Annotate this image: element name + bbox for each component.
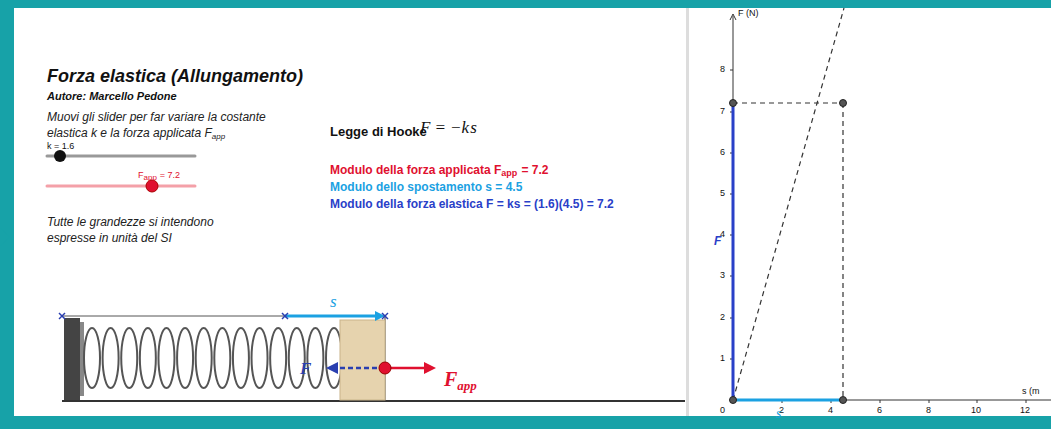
law-name: Legge di Hooke — [330, 124, 427, 139]
k-slider-knob — [54, 150, 66, 162]
markers — [59, 313, 388, 319]
s-head — [375, 311, 385, 321]
subscript: app — [457, 378, 477, 394]
s-segment — [733, 399, 843, 402]
axis-label: s (m — [1022, 386, 1040, 396]
f-segment — [732, 103, 735, 400]
subscript: app — [501, 168, 517, 178]
panel-divider — [686, 8, 689, 416]
s-vector — [285, 315, 378, 318]
elastic-force-vector — [334, 367, 385, 370]
k-slider — [47, 155, 195, 158]
vector-label: s — [776, 406, 781, 422]
tick-label: 3 — [720, 270, 725, 280]
elastic-force-text: Modulo della forza elastica F = ks = (1.… — [330, 197, 614, 211]
tick-label: 5 — [720, 188, 725, 198]
tick-label: 6 — [877, 405, 882, 415]
tick-label: 0 — [720, 405, 725, 415]
graph-panel — [689, 8, 1051, 416]
tick-label: 4 — [828, 405, 833, 415]
author-line: Autore: Marcello Pedone — [47, 90, 177, 102]
tick-label: 2 — [720, 312, 725, 322]
axis-label: F (N) — [738, 8, 759, 18]
block — [340, 320, 385, 400]
displacement-text: Modulo dello spostamento s = 4.5 — [330, 180, 522, 194]
y-axis-head — [730, 14, 736, 20]
instruction-text: elastica k e la forza applicata F — [47, 126, 212, 140]
spring-coils — [84, 328, 342, 388]
tick-label: 8 — [926, 405, 931, 415]
subscript: app — [144, 173, 157, 182]
ticks — [730, 70, 1026, 403]
applet-title: Forza elastica (Allungamento) — [47, 66, 303, 87]
tick-label: 12 — [1020, 405, 1030, 415]
hooke-line — [733, 8, 844, 400]
elastic-force-head — [326, 362, 338, 374]
vector-label: s — [330, 292, 337, 312]
applied-force-text: Modulo della forza applicata F — [330, 163, 501, 177]
dashed-f — [733, 102, 843, 103]
rest-line — [62, 316, 385, 317]
slider-value: = 7.2 — [160, 170, 180, 180]
applied-force-head — [424, 362, 436, 374]
applied-point — [379, 362, 391, 374]
vector-label: F — [300, 359, 311, 379]
vector-label: F — [444, 368, 457, 391]
tick-label: 1 — [720, 353, 725, 363]
tick-label: 8 — [720, 64, 725, 74]
tick-label: 7 — [720, 106, 725, 116]
y-axis — [733, 16, 734, 400]
x-axis — [733, 400, 1051, 401]
formula-part: = −k — [434, 118, 469, 138]
left-panel — [14, 8, 686, 416]
subscript: app — [212, 132, 225, 141]
dashed-s — [842, 103, 843, 400]
wall — [64, 318, 80, 400]
f-slider — [47, 185, 195, 188]
formula-part: F — [420, 118, 430, 138]
points — [730, 100, 847, 404]
axis-label: F — [714, 234, 721, 248]
tick-label: 10 — [971, 405, 981, 415]
slider-label: k = 1.6 — [47, 141, 74, 151]
slider-label: F — [138, 170, 144, 180]
note-text: espresse in unità del SI — [47, 231, 172, 245]
note-text: Tutte le grandezze si intendono — [47, 215, 214, 229]
applied-force-value: = 7.2 — [521, 163, 548, 177]
tick-label: 6 — [720, 147, 725, 157]
instruction-text: Muovi gli slider per far variare la cost… — [47, 110, 266, 124]
formula-part: s — [470, 118, 477, 138]
side-tab — [0, 228, 10, 246]
